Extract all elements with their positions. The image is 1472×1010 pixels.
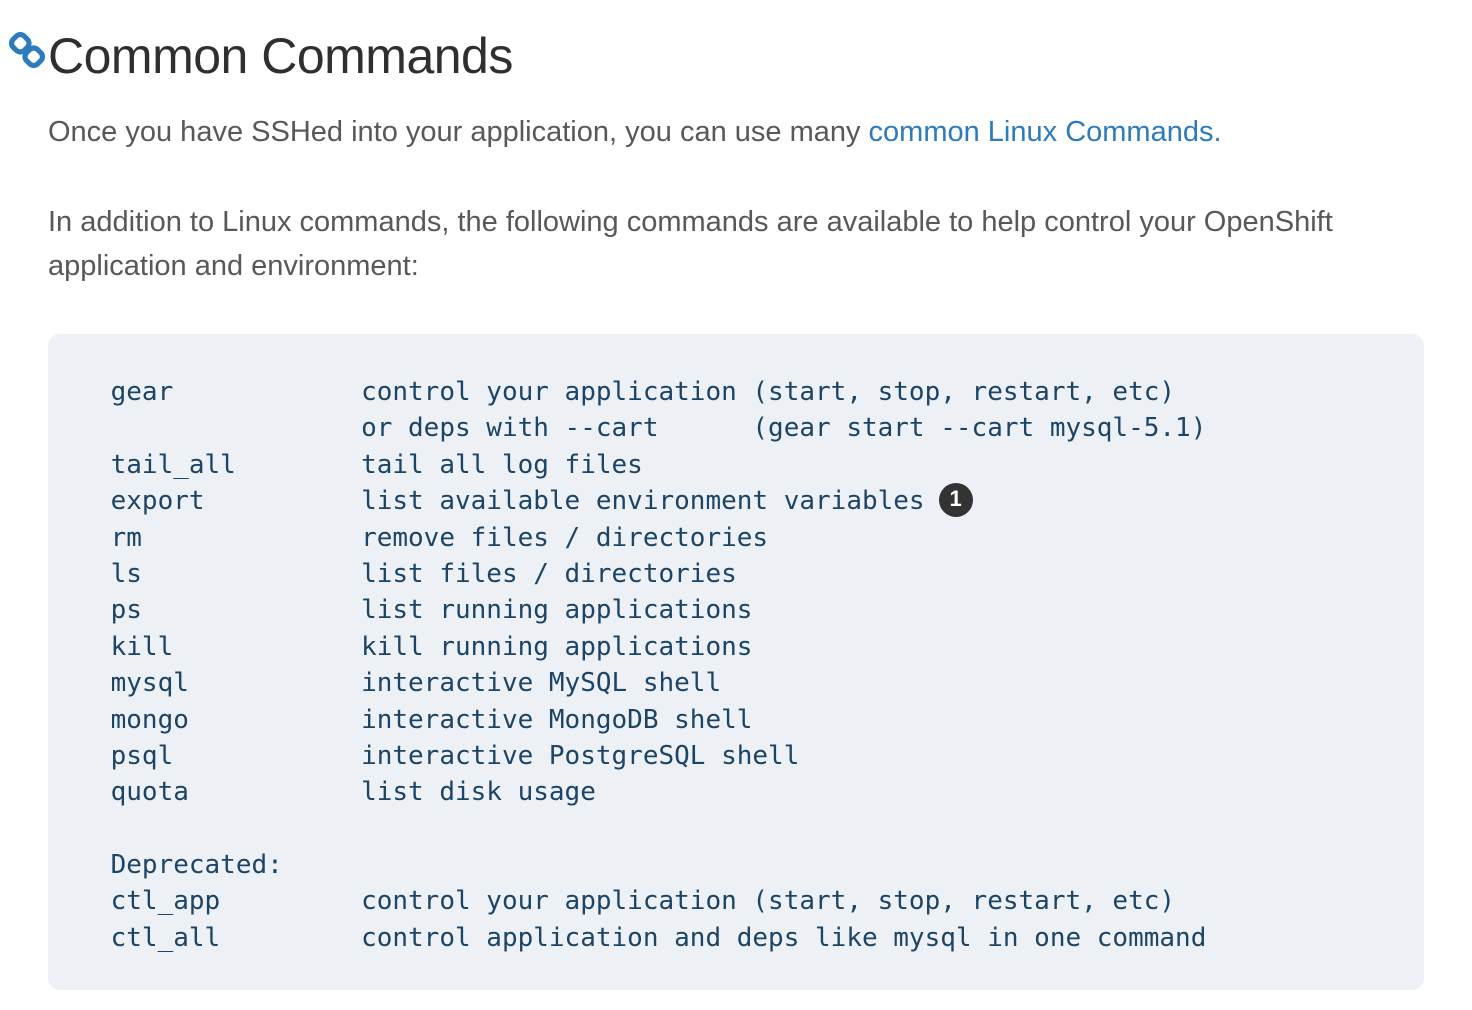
page-title: Common Commands — [8, 26, 1424, 86]
linux-commands-link[interactable]: common Linux Commands — [868, 116, 1214, 148]
description-paragraph: In addition to Linux commands, the follo… — [48, 206, 1333, 282]
code-line-tail-all: tail_all tail all log files — [48, 449, 643, 480]
intro-text-before: Once you have SSHed into your applicatio… — [48, 116, 869, 148]
intro-text-after: . — [1213, 116, 1222, 148]
code-line-quota: quota list disk usage — [48, 777, 596, 808]
intro-paragraph: Once you have SSHed into your applicatio… — [48, 110, 1424, 154]
callout-1-badge: 1 — [938, 482, 973, 517]
code-line-mongo: mongo interactive MongoDB shell — [48, 704, 753, 735]
code-line-gear: gear control your application (start, st… — [48, 377, 1176, 407]
code-line-ctl-app: ctl_app control your application (start,… — [48, 886, 1176, 917]
code-line-gear-cont: or deps with --cart (gear start --cart m… — [48, 413, 1207, 444]
code-line-deprecated-label: Deprecated: — [48, 850, 283, 881]
code-line-export-text: export list available environment variab… — [48, 486, 925, 517]
code-line-kill: kill kill running applications — [48, 631, 753, 662]
code-line-rm: rm remove files / directories — [48, 522, 769, 553]
page-title-text: Common Commands — [48, 28, 513, 84]
code-line-ctl-all: ctl_all control application and deps lik… — [48, 922, 1207, 953]
code-line-psql: psql interactive PostgreSQL shell — [48, 740, 800, 771]
code-line-mysql: mysql interactive MySQL shell — [48, 668, 722, 699]
code-line-blank — [48, 811, 1424, 847]
chain-link-icon — [7, 29, 47, 71]
code-line-export: export list available environment variab… — [48, 482, 1424, 519]
heading-anchor-link[interactable] — [6, 28, 48, 72]
code-line-ls: ls list files / directories — [48, 558, 737, 589]
code-line-ps: ps list running applications — [48, 595, 753, 626]
code-block: gear control your application (start, st… — [48, 334, 1424, 991]
